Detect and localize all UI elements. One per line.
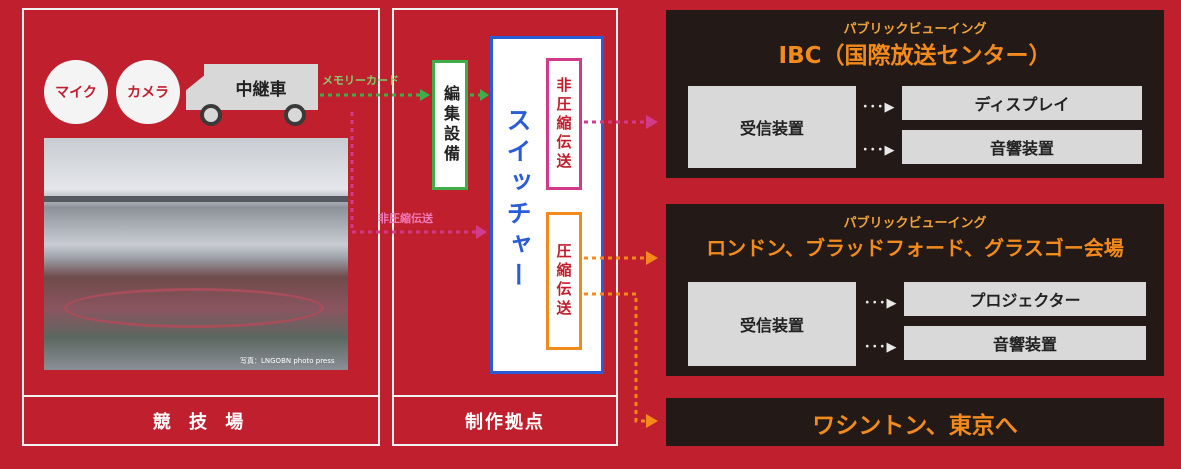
pv-arrow-1: ･･･▶ — [864, 296, 898, 311]
ibc-arrow-2: ･･･▶ — [862, 143, 896, 158]
uncompressed-venue-label: 非圧縮伝送 — [378, 212, 433, 225]
memory-card-label: メモリーカード — [322, 74, 399, 87]
switcher-label: スイッチャー — [503, 107, 532, 293]
compressed-to-destination-line — [584, 292, 646, 423]
truck-label: 中継車 — [204, 64, 318, 110]
camera-circle: カメラ — [116, 60, 180, 124]
ibc-receiver-box: 受信装置 — [688, 86, 856, 168]
stadium-roof — [44, 196, 348, 202]
pv-audio-box: 音響装置 — [904, 326, 1146, 360]
uncompressed-venue-line — [350, 112, 476, 234]
uncompressed-transmission-box: 非圧縮伝送 — [546, 58, 582, 190]
compressed-to-destination-arrowhead — [646, 414, 658, 428]
uncompressed-venue-arrowhead — [476, 225, 487, 239]
truck-front-wheel — [200, 104, 222, 126]
ibc-title: IBC（国際放送センター） — [778, 43, 1052, 69]
pv-projector-box: プロジェクター — [904, 282, 1146, 316]
compressed-transmission-box: 圧縮伝送 — [546, 212, 582, 350]
broadcast-truck-icon: 中継車 — [186, 64, 318, 130]
ibc-arrow-1: ･･･▶ — [862, 100, 896, 115]
compressed-to-pv-arrowhead — [646, 251, 658, 265]
edit-to-switcher-arrowhead — [480, 89, 489, 101]
venue-footer-label: 競 技 場 — [152, 412, 250, 433]
stadium-track — [64, 288, 324, 328]
stadium-photo: 写真：LNGOBN photo press — [44, 138, 348, 370]
pv-arrow-2: ･･･▶ — [864, 340, 898, 355]
pv-receiver-box: 受信装置 — [688, 282, 856, 366]
production-footer-label: 制作拠点 — [465, 412, 545, 433]
ibc-subtitle: パブリックビューイング — [843, 22, 987, 37]
pv-title: ロンドン、ブラッドフォード、グラスゴー会場 — [706, 236, 1124, 260]
uncompressed-to-ibc-arrowhead — [646, 115, 658, 129]
production-frame — [392, 8, 618, 446]
destination-panel — [666, 398, 1164, 446]
venue-footer-divider — [22, 395, 380, 397]
production-footer-divider — [392, 395, 618, 397]
truck-rear-wheel — [284, 104, 306, 126]
venue-frame — [22, 8, 380, 446]
ibc-display-box: ディスプレイ — [902, 86, 1142, 120]
pv-subtitle: パブリックビューイング — [843, 216, 987, 231]
photo-credit: 写真：LNGOBN photo press — [240, 357, 335, 365]
ibc-audio-box: 音響装置 — [902, 130, 1142, 164]
destination-title: ワシントン、東京へ — [812, 413, 1018, 439]
memory-card-arrowhead — [420, 89, 430, 101]
editing-equipment-box: 編集設備 — [432, 60, 468, 190]
mic-circle: マイク — [44, 60, 108, 124]
